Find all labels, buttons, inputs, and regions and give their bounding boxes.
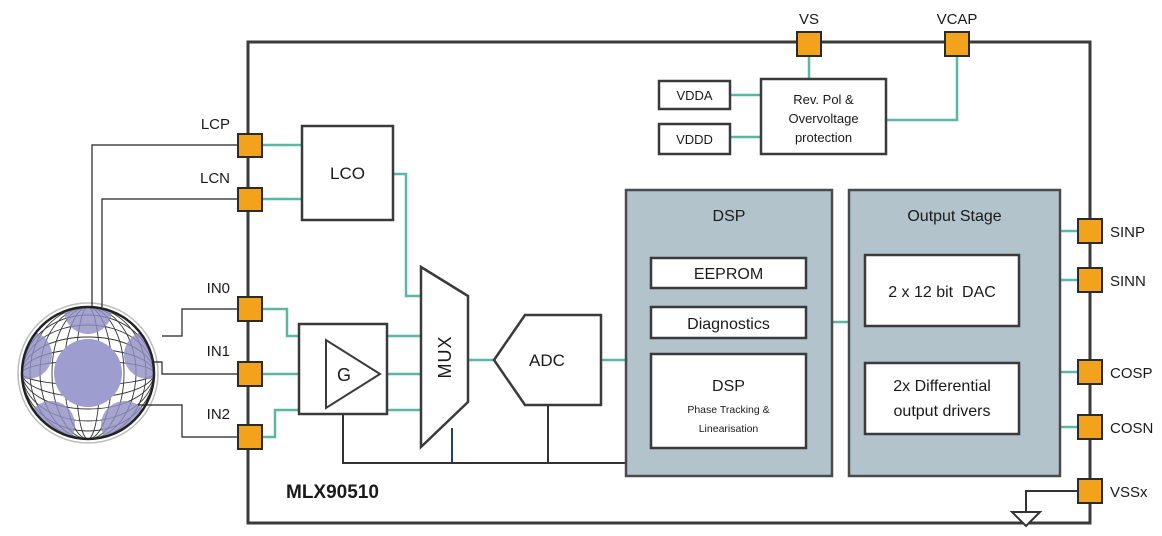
pin-lcn [237,187,263,212]
diagnostics-block [649,305,808,340]
dsp-core-sub-line2: Linearisation [699,423,759,435]
protection-label-line1: Rev. Pol & [793,92,854,107]
dac-block [863,253,1021,328]
vddd-label: VDDD [676,132,713,147]
drivers-label-line1: 2x Differential [893,378,991,395]
adc-block [492,313,603,407]
pin-sinp [1077,218,1103,244]
sensor-rotor-center [54,339,122,407]
protection-block [759,77,888,156]
pin-in1 [237,361,263,387]
dsp-core-block [649,352,808,450]
pin-label-vcap: VCAP [937,11,978,28]
pin-vssx [1077,478,1103,504]
pin-in2 [237,424,263,450]
pin-label-in1: IN1 [207,343,230,360]
mux-block [419,264,470,450]
eeprom-label: EEPROM [694,266,763,283]
sensor-rim [20,305,156,441]
pin-vs [796,31,822,57]
lco-label: LCO [330,164,365,183]
pin-sinn [1077,267,1103,293]
vddd-block [657,122,732,156]
dsp-core-title: DSP [712,378,745,395]
sensor-wires [91,144,240,438]
eeprom-block [649,256,808,290]
pin-label-vs: VS [799,11,819,28]
gain-label: G [337,365,351,385]
protection-label-line3: protection [795,130,852,145]
pin-labels: VS VCAP LCP LCN IN0 IN1 IN2 SINP SINN CO… [200,11,1153,501]
output-stage-title: Output Stage [907,208,1001,225]
pin-label-cosn: COSN [1110,420,1153,437]
vdda-block [657,79,732,111]
drivers-block [863,361,1021,436]
pin-label-vssx: VSSx [1110,484,1148,501]
pin-label-cosp: COSP [1110,365,1153,382]
pin-cosn [1077,414,1103,440]
mux-label: MUX [435,336,455,379]
amplifier-triangle-icon [325,338,382,410]
pin-label-lcp: LCP [201,116,230,133]
ground-bus [342,396,1078,512]
pins [237,31,1103,504]
sensor-coil [17,302,159,444]
pin-vcap [944,31,970,57]
pin-label-in2: IN2 [207,406,230,423]
drivers-label-line2: output drivers [894,403,991,420]
vdda-label: VDDA [676,88,712,103]
sensor-outer-ring [17,302,159,444]
diagnostics-label: Diagnostics [687,316,770,333]
pin-cosp [1077,359,1103,385]
pin-label-in0: IN0 [207,280,230,297]
lco-block [300,124,395,222]
chip-name: MLX90510 [286,482,379,503]
dac-label: 2 x 12 bit DAC [888,284,996,301]
dsp-title: DSP [713,208,746,225]
pin-lcp [237,133,263,158]
pin-label-lcn: LCN [200,170,230,187]
protection-label-line2: Overvoltage [788,111,858,126]
dsp-core-sub-line1: Phase Tracking & [687,404,769,416]
pin-label-sinp: SINP [1110,224,1145,241]
pin-label-sinn: SINN [1110,273,1146,290]
ground-symbol [1009,511,1043,528]
adc-label: ADC [529,351,565,370]
pin-in0 [237,296,263,322]
